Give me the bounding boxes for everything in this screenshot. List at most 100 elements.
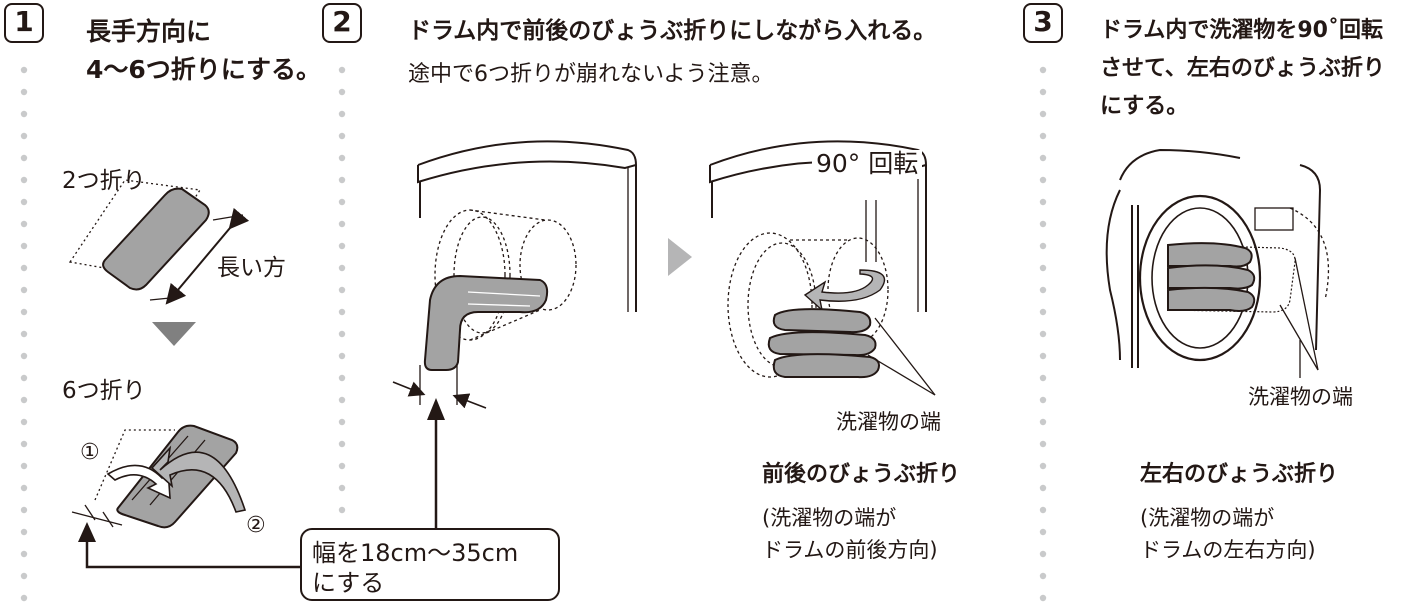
separator-dot: [1039, 286, 1047, 294]
separator-dot: [338, 242, 346, 250]
separator-dot: [1039, 506, 1047, 514]
separator-dot: [1039, 308, 1047, 316]
separator-dot: [1039, 264, 1047, 272]
step-3-title-line2: させて、左右のびょうぶ折り: [1100, 56, 1385, 81]
separator-dot: [20, 286, 28, 294]
step-1-title-line2: 4〜6つ折りにする。: [86, 55, 322, 84]
washer-left-right-illustration: [1105, 148, 1329, 378]
separator-dot: [338, 66, 346, 74]
separator-dot: [20, 66, 28, 74]
separator-dot: [20, 572, 28, 580]
separator-dot: [20, 220, 28, 228]
separator-dot: [1039, 462, 1047, 470]
separator-dot: [1039, 484, 1047, 492]
separator-dot: [1039, 594, 1047, 602]
separator-dot: [20, 528, 28, 536]
separator-dot: [20, 506, 28, 514]
separator-dot: [1039, 242, 1047, 250]
separator-dot: [338, 308, 346, 316]
washer-front-back-insert-illustration: [392, 140, 637, 569]
separator-dot: [20, 132, 28, 140]
step-1-number: 1: [4, 3, 44, 43]
separator-dot: [1039, 440, 1047, 448]
separator-dot: [338, 88, 346, 96]
separator-dot: [20, 594, 28, 602]
towel-fold6-illustration: [71, 424, 300, 569]
separator-dot: [338, 286, 346, 294]
separator-dot: [20, 440, 28, 448]
step-3-number: 3: [1023, 3, 1063, 43]
separator-dot: [338, 132, 346, 140]
separator-dot: [338, 330, 346, 338]
washer-rotate-illustration: [709, 140, 936, 396]
label-fold2: 2つ折り: [62, 168, 146, 194]
separator-dot: [20, 110, 28, 118]
separator-dot: [338, 176, 346, 184]
step-3-result-desc-line2: ドラムの左右方向): [1140, 538, 1316, 562]
step-1-title-line1: 長手方向に: [86, 17, 212, 46]
separator-dot: [1039, 198, 1047, 206]
step-2-number: 2: [322, 3, 362, 43]
separator-dot: [1039, 176, 1047, 184]
step-3-edge-label: 洗濯物の端: [1248, 385, 1353, 409]
separator-dot: [338, 462, 346, 470]
step-3-result-desc-line1: (洗濯物の端が: [1140, 506, 1275, 530]
rotate-arrow-icon: [803, 269, 886, 312]
separator-dot: [20, 396, 28, 404]
label-long-side: 長い方: [217, 255, 286, 281]
separator-dot: [20, 374, 28, 382]
width-note-line2: にする: [312, 569, 385, 597]
step-2-result-desc-line1: (洗濯物の端が: [762, 506, 897, 530]
separator-dot: [338, 396, 346, 404]
separator-dot: [1039, 330, 1047, 338]
separator-dot: [20, 352, 28, 360]
separator-dot: [20, 264, 28, 272]
separator-dot: [1039, 88, 1047, 96]
separator-dot: [1039, 110, 1047, 118]
next-step-arrow-icon: [668, 238, 692, 276]
fold-arrow-1-icon: [106, 464, 171, 500]
step-2-edge-label: 洗濯物の端: [836, 410, 941, 434]
separator-dot: [338, 440, 346, 448]
separator-dot: [20, 242, 28, 250]
step-2-result-desc-line2: ドラムの前後方向): [762, 538, 938, 562]
step-3-result-title: 左右のびょうぶ折り: [1140, 462, 1339, 487]
separator-dot: [338, 110, 346, 118]
step-3-title-line3: にする。: [1100, 94, 1189, 119]
rotate-label: 90° 回転: [812, 149, 923, 179]
separator-dot: [338, 264, 346, 272]
separator-dot: [20, 198, 28, 206]
step-2-subtitle: 途中で6つ折りが崩れないよう注意。: [408, 62, 774, 87]
separator-dot: [20, 484, 28, 492]
fold-arrow-2-icon: [150, 445, 247, 513]
separator-dot: [1039, 352, 1047, 360]
separator-dot: [20, 88, 28, 96]
separator-dot: [20, 462, 28, 470]
separator-dot: [1039, 572, 1047, 580]
separator-dot: [1039, 396, 1047, 404]
separator-dot: [338, 352, 346, 360]
circled-2-icon: ②: [246, 513, 266, 538]
separator-dot: [338, 506, 346, 514]
separator-dot: [1039, 374, 1047, 382]
separator-dot: [338, 484, 346, 492]
separator-dot: [20, 418, 28, 426]
label-fold6: 6つ折り: [62, 378, 146, 404]
separator-dot: [20, 308, 28, 316]
towel-fold2-illustration: [68, 179, 250, 346]
separator-dot: [20, 330, 28, 338]
separator-dot: [338, 374, 346, 382]
step-3-title-line1: ドラム内で洗濯物を90˚回転: [1100, 18, 1383, 43]
separator-dot: [1039, 418, 1047, 426]
dotted-separators: [20, 66, 1047, 602]
separator-dot: [20, 550, 28, 558]
separator-dot: [338, 154, 346, 162]
down-triangle-icon: [152, 322, 196, 346]
separator-dot: [1039, 550, 1047, 558]
separator-dot: [1039, 132, 1047, 140]
separator-dot: [338, 220, 346, 228]
separator-dot: [20, 176, 28, 184]
width-note-line1: 幅を18cm〜35cm: [312, 539, 519, 567]
